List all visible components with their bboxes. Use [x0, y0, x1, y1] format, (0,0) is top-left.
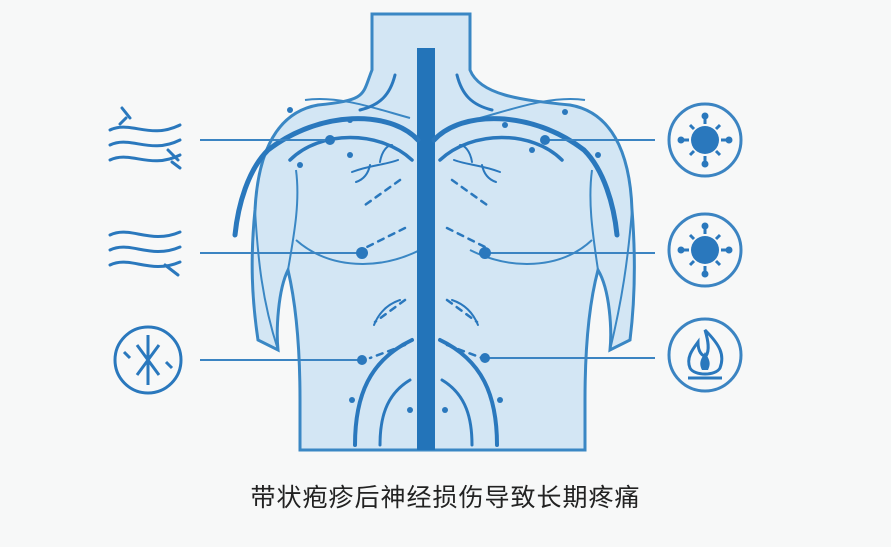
frayed-nerve-fibers-icon [108, 106, 182, 170]
nerve-network [232, 48, 620, 450]
leader-endpoints [325, 135, 550, 365]
torso-illustration [250, 12, 636, 452]
flame-icon [667, 317, 743, 393]
nerve-dots [287, 107, 601, 413]
crossed-nerve-symbol-icon [113, 325, 183, 395]
wavy-nerve-fibers-icon [108, 230, 182, 277]
diagram-caption: 带状疱疹后神经损伤导致长期疼痛 [250, 483, 641, 512]
virus-spiked-icon [667, 212, 743, 288]
virus-icon [667, 102, 743, 178]
spinal-cord [417, 48, 435, 450]
torso-outline [250, 12, 636, 452]
leader-lines [200, 139, 655, 361]
